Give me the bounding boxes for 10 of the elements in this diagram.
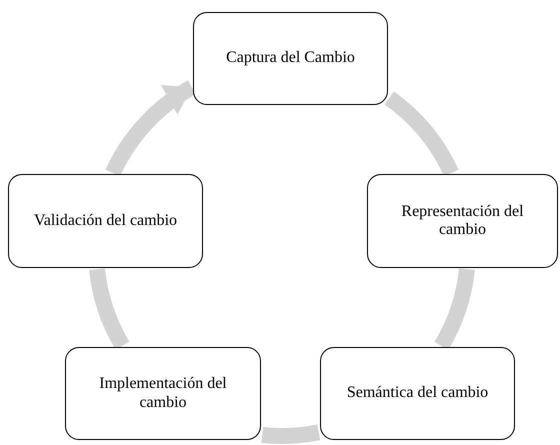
step-label: Captura del Cambio [226,49,355,68]
process-box [8,174,203,268]
step-label: Representación del cambio [400,202,525,240]
process-box [367,174,558,268]
step-label: Validación del cambio [34,212,178,230]
process-box [320,347,515,440]
process-box [65,347,261,440]
step-label: Implementación del cambio [98,375,228,412]
process-box [193,12,388,105]
step-label: Semántica del cambio [346,384,488,403]
